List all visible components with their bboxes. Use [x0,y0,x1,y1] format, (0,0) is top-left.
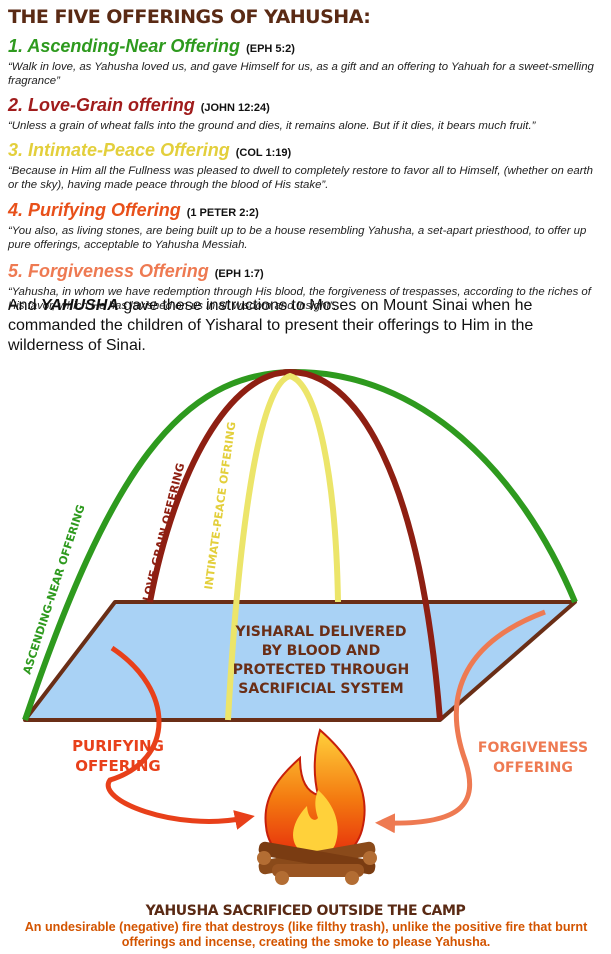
intimate-peace-arc-label: INTIMATE-PEACE OFFERING [202,421,238,590]
offering-1: 1. Ascending-Near Offering (EPH 5:2) “Wal… [8,36,606,88]
offering-heading: 1. Ascending-Near Offering [8,36,241,56]
offering-reference: (1 PETER 2:2) [186,207,259,219]
center-text-line: SACRIFICIAL SYSTEM [238,681,403,697]
offering-quote: “Yahusha, in whom we have redemption thr… [8,286,591,312]
center-text-line: BY BLOOD AND [262,643,380,659]
intimate-peace-arc [225,372,341,721]
purifying-arrow [105,645,255,830]
purifying-label: PURIFYING [72,737,164,755]
offering-heading: 5. Forgiveness Offering [8,261,209,281]
campfire-icon [257,728,377,885]
offering-reference: (EPH 1:7) [214,268,264,280]
bottom-note: An undesirable (negative) fire that dest… [24,920,588,949]
intro-paragraph: And YAHUSHA gave these instructions to M… [8,297,534,354]
intro-name: YAHUSHA [40,297,119,314]
purifying-label: OFFERING [75,757,161,775]
camp-floor [23,600,577,722]
forgiveness-label: OFFERING [493,760,573,776]
offering-quote: “Unless a grain of wheat falls into the … [8,120,536,132]
offering-reference: (COL 1:19) [235,147,292,159]
offering-reference: (JOHN 12:24) [200,102,270,114]
offering-heading: 2. Love-Grain offering [8,95,195,115]
love-grain-arc-label: LOVE-GRAIN OFFERING [140,462,187,603]
love-grain-arc [147,368,443,721]
offering-4: 4. Purifying Offering (1 PETER 2:2) “You … [8,200,606,252]
offering-3: 3. Intimate-Peace Offering (COL 1:19) “Be… [8,140,606,192]
center-text-line: PROTECTED THROUGH [233,662,409,678]
bottom-title: YAHUSHA SACRIFICED OUTSIDE THE CAMP [145,903,466,919]
offering-quote: “Because in Him all the Fullness was ple… [8,165,593,191]
page-title: THE FIVE OFFERINGS OF YAHUSHA: [8,6,371,28]
offering-heading: 4. Purifying Offering [8,200,181,220]
offering-2: 2. Love-Grain offering (JOHN 12:24) “Unle… [8,95,606,133]
forgiveness-label: FORGIVENESS [478,740,588,756]
offering-reference: (EPH 5:2) [246,43,295,55]
offering-quote: “Walk in love, as Yahusha loved us, and … [8,61,594,87]
offering-heading: 3. Intimate-Peace Offering [8,140,230,160]
forgiveness-arrow [375,609,546,834]
offering-5: 5. Forgiveness Offering (EPH 1:7) “Yahush… [8,261,606,313]
offering-quote: “You also, as living stones, are being b… [8,225,587,251]
center-text-line: YISHARAL DELIVERED [234,624,406,640]
